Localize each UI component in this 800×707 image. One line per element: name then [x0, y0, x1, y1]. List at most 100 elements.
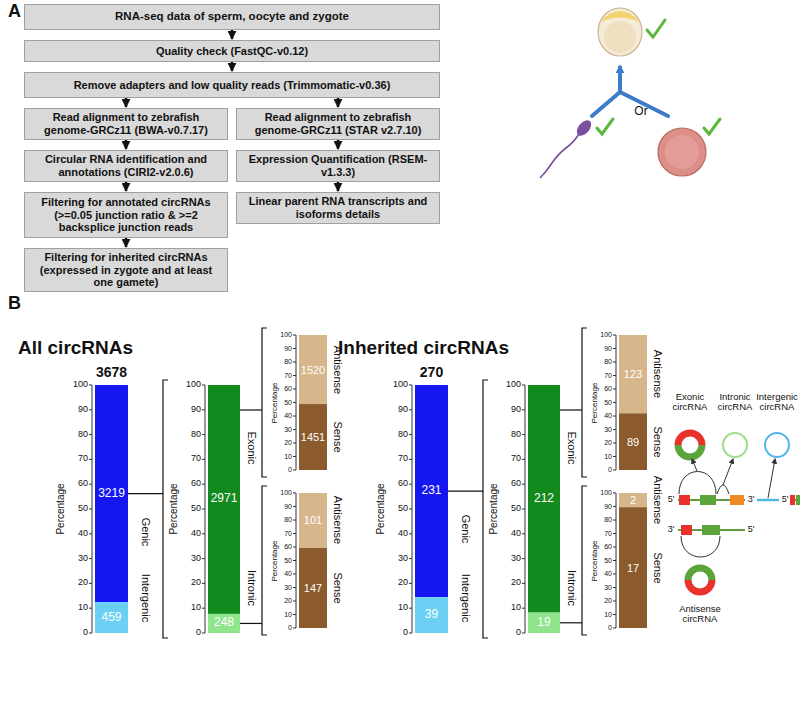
axis-title: Percentage [271, 540, 280, 581]
axis-tick-mark [613, 493, 616, 494]
category-label: Exonic [566, 431, 578, 464]
axis-tick: 30 [398, 554, 408, 564]
axis-tick-mark [613, 362, 616, 363]
process-box: Quality check (FastQC-v0.12) [24, 40, 440, 62]
exonic-circle [678, 445, 702, 457]
axis-tick: 70 [284, 372, 292, 380]
merge-arrow [618, 66, 622, 93]
check-mark [647, 20, 665, 37]
axis-tick-mark [89, 459, 92, 460]
axis-tick-mark [409, 385, 412, 386]
axis-tick: 0 [83, 628, 88, 638]
axis-tick: 90 [398, 405, 408, 415]
axis-tick-mark [613, 547, 616, 548]
exon-block [700, 495, 716, 505]
axis-tick: 90 [604, 503, 612, 511]
axis-tick-mark [293, 429, 296, 430]
axis-title: Percentage [168, 483, 179, 534]
axis-tick-mark [89, 633, 92, 634]
axis-tick: 20 [191, 578, 201, 588]
leader-line [128, 493, 163, 494]
sperm-tail [540, 134, 579, 178]
axis-tick: 40 [604, 570, 612, 578]
axis-tick: 100 [280, 489, 292, 497]
panel-letter: A [8, 2, 21, 22]
axis-tick: 80 [398, 430, 408, 440]
leader-line [723, 459, 733, 485]
merge-arrow [592, 92, 668, 116]
axis-tick-mark [293, 628, 296, 629]
zygote-cytoplasm [604, 21, 636, 53]
axis-tick-mark [409, 409, 412, 410]
box-text: Read alignment to zebrafish genome-GRCz1… [242, 111, 434, 136]
axis-tick: 30 [511, 554, 521, 564]
axis-tick-mark [613, 628, 616, 629]
strand-end: 5' [748, 525, 755, 535]
axis-tick-mark [202, 633, 205, 634]
axis-tick-mark [293, 335, 296, 336]
axis-tick: 90 [284, 503, 292, 511]
axis-tick: 40 [78, 529, 88, 539]
category-label: Sense [652, 552, 664, 583]
axis-tick-mark [522, 459, 525, 460]
axis-tick-mark [613, 456, 616, 457]
splice-arc [717, 485, 729, 494]
axis-tick-mark [522, 509, 525, 510]
axis-tick-mark [409, 583, 412, 584]
axis-tick-mark [293, 587, 296, 588]
axis-tick-mark [89, 434, 92, 435]
exon-block [679, 495, 690, 505]
axis-tick: 100 [600, 331, 612, 339]
bracket [163, 380, 168, 638]
category-label: Antisense [652, 476, 664, 524]
flow-arrow [337, 98, 340, 107]
axis-tick: 20 [604, 597, 612, 605]
category-label: Exonic [246, 431, 258, 464]
bar-segment [619, 335, 647, 413]
axis-tick: 70 [604, 530, 612, 538]
axis-tick: 30 [284, 426, 292, 434]
bracket [582, 328, 587, 477]
intergenic-circle [765, 433, 789, 457]
axis-tick-mark [293, 506, 296, 507]
axis-tick: 80 [191, 430, 201, 440]
axis-tick-mark [522, 484, 525, 485]
process-box: Filtering for inherited circRNAs (expres… [24, 248, 228, 292]
axis-tick: 20 [284, 597, 292, 605]
axis-tick-mark [293, 402, 296, 403]
axis-tick: 90 [284, 345, 292, 353]
axis-tick: 100 [73, 380, 88, 390]
axis-tick: 80 [604, 516, 612, 524]
axis-tick-mark [522, 558, 525, 559]
axis-tick: 60 [398, 479, 408, 489]
axis-tick-mark [613, 614, 616, 615]
axis-tick-mark [613, 533, 616, 534]
axis-tick-mark [293, 560, 296, 561]
axis-tick-mark [293, 493, 296, 494]
axis-tick: 10 [78, 603, 88, 613]
strand-end: 5' [782, 495, 789, 505]
axis-tick: 70 [511, 454, 521, 464]
axis-tick: 50 [191, 504, 201, 514]
bar-segment [619, 413, 647, 470]
box-text: Circular RNA identification and annotati… [30, 153, 222, 178]
axis-tick: 80 [604, 358, 612, 366]
bar-segment [95, 385, 128, 602]
axis-tick-mark [613, 429, 616, 430]
panel-letter: B [8, 294, 21, 314]
axis-tick-mark [613, 587, 616, 588]
bar-value: 101 [304, 514, 322, 526]
axis-tick: 80 [78, 430, 88, 440]
exonic-circle [678, 433, 702, 445]
axis-tick-mark [613, 402, 616, 403]
axis-tick: 30 [191, 554, 201, 564]
axis-tick-mark [409, 509, 412, 510]
axis-tick-mark [202, 509, 205, 510]
axis-tick-mark [293, 520, 296, 521]
axis-tick: 0 [516, 628, 521, 638]
axis-tick: 0 [288, 624, 292, 632]
axis-tick: 100 [280, 331, 292, 339]
bar-segment [299, 335, 327, 404]
leader-line [240, 623, 262, 624]
strand-end: 3' [668, 525, 675, 535]
